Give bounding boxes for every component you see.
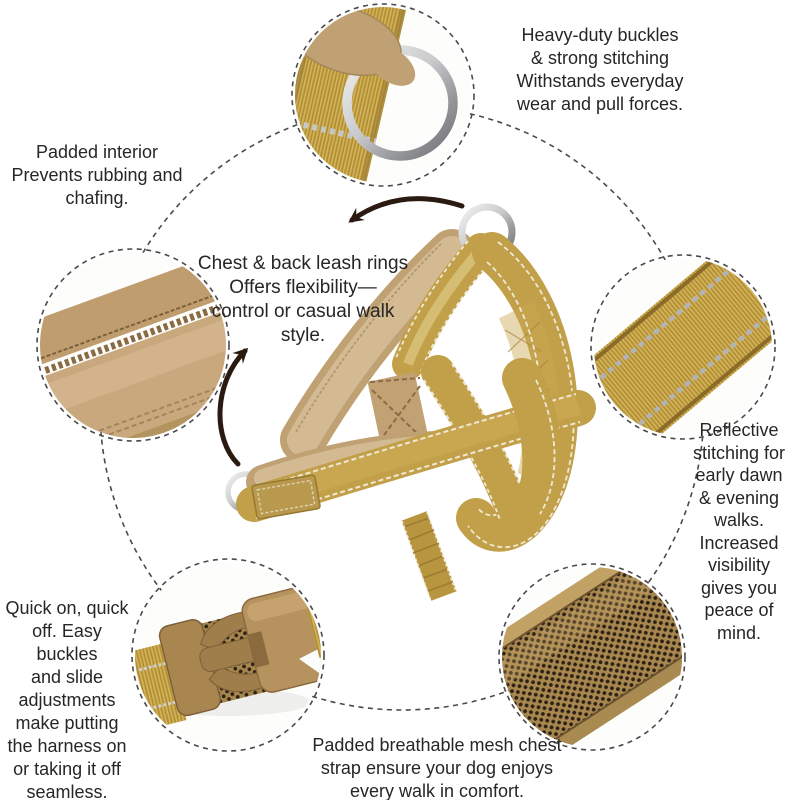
caption-reflective-stitching: Reflective stitching for early dawn & ev…: [692, 420, 786, 643]
arrow-chest-ring-icon: [217, 347, 249, 467]
arrow-back-ring-icon: [348, 196, 465, 223]
callout-buckle-photo: [131, 558, 325, 752]
caption-padded-interior: Padded interior Prevents rubbing and cha…: [11, 142, 183, 208]
velcro-patch: [251, 474, 321, 520]
harness-product: [225, 203, 596, 602]
callout-padded-interior-photo: [36, 248, 230, 442]
caption-mesh-comfort: Padded breathable mesh chest strap ensur…: [312, 735, 562, 800]
callout-back-ring-photo: [291, 3, 475, 187]
callout-buckle-border: [131, 558, 325, 752]
callout-ring-border: [291, 3, 475, 187]
caption-quick-on-off: Quick on, quick off. Easy buckles and sl…: [5, 598, 129, 800]
caption-heavy-duty-buckles: Heavy-duty buckles & strong stitching Wi…: [516, 25, 684, 114]
neck-strap: [280, 229, 475, 463]
callout-web-border: [590, 254, 776, 440]
hanging-strap: [401, 511, 457, 602]
callout-pad-border: [36, 248, 230, 442]
side-loop-front-segment: [502, 358, 563, 526]
callout-mesh-border: [498, 563, 686, 751]
caption-leash-rings: Chest & back leash rings Offers flexibil…: [197, 253, 409, 346]
shoulder-strap: [392, 233, 497, 380]
